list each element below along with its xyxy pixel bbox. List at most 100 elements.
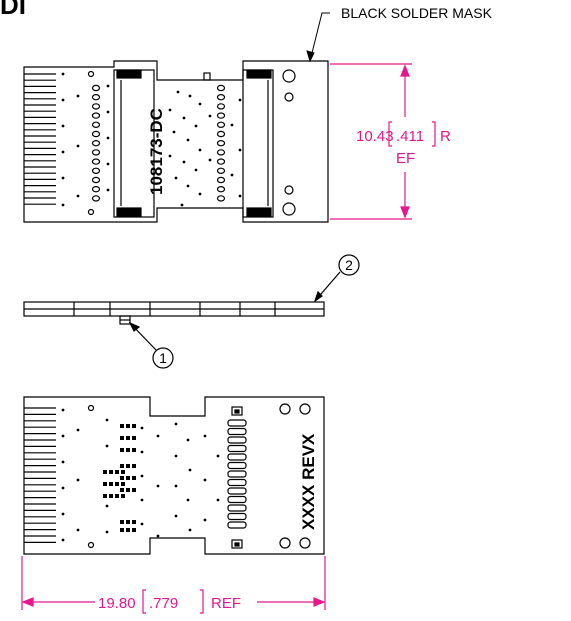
- via: [76, 428, 80, 432]
- pad: [227, 487, 247, 495]
- ic-pad: [120, 424, 124, 428]
- part-number-label: 108173-DC: [147, 108, 166, 195]
- via: [156, 534, 160, 538]
- bottom-mount-hole: [299, 403, 311, 415]
- ic-pad: [132, 464, 136, 468]
- horizontal-dim-suffix: REF: [211, 595, 241, 612]
- via: [194, 124, 198, 128]
- pad: [227, 495, 247, 504]
- via: [216, 454, 220, 458]
- via: [106, 136, 110, 140]
- pad: [91, 167, 101, 174]
- pad: [227, 436, 247, 444]
- via: [188, 468, 192, 472]
- top-via-field: [61, 72, 242, 207]
- horizontal-dimension: [21, 556, 326, 614]
- vertical-dim-bracket-left: [388, 121, 392, 147]
- via: [238, 148, 242, 152]
- top-fiducial-square: [203, 72, 211, 81]
- via: [61, 124, 65, 128]
- bottom-ic-pads: [103, 424, 136, 532]
- ic-pad: [121, 470, 125, 474]
- via: [182, 116, 186, 120]
- via: [61, 72, 65, 76]
- pad: [216, 93, 226, 101]
- bottom-mount-hole: [279, 403, 291, 415]
- ic-pad: [120, 464, 124, 468]
- top-edge-fingers: [24, 73, 56, 205]
- via: [203, 434, 207, 438]
- pad: [91, 130, 101, 138]
- via: [174, 484, 178, 488]
- via: [174, 176, 178, 180]
- vertical-dim-arrow-top: [400, 64, 410, 77]
- pad: [216, 158, 226, 165]
- top-left-connector-tab: [116, 207, 142, 217]
- via: [106, 188, 110, 192]
- ic-pad: [126, 528, 130, 532]
- bottom-fiducial-square: [231, 406, 243, 416]
- pad: [227, 470, 247, 478]
- vertical-dim-bracket-right: [432, 121, 436, 147]
- via: [172, 130, 176, 134]
- ic-pad: [115, 470, 119, 474]
- pad: [216, 167, 226, 174]
- via: [61, 538, 65, 542]
- bottom-mount-hole: [279, 537, 291, 549]
- via: [105, 444, 109, 448]
- via: [61, 98, 65, 102]
- balloon-2-circle: [338, 254, 360, 276]
- pad: [216, 139, 226, 147]
- pad: [91, 185, 101, 193]
- horizontal-dim-arrow-left: [21, 597, 34, 607]
- ic-pad: [120, 520, 124, 524]
- via: [188, 528, 192, 532]
- via: [106, 84, 110, 88]
- top-small-hole: [87, 70, 95, 78]
- vertical-dim-suffix-2: EF: [396, 150, 415, 167]
- balloon-2-label: 2: [345, 257, 353, 273]
- pad: [227, 419, 247, 427]
- balloon-1-arrow: [128, 321, 141, 332]
- ic-pad: [120, 476, 124, 480]
- via: [203, 518, 207, 522]
- pad: [216, 84, 226, 92]
- via: [230, 173, 234, 177]
- via: [198, 148, 202, 152]
- pad: [91, 103, 101, 110]
- via: [180, 203, 184, 207]
- horizontal-dim-bracket-left: [142, 589, 146, 614]
- pad: [91, 93, 101, 101]
- bottom-small-hole: [87, 404, 95, 412]
- via: [174, 454, 178, 458]
- balloon-1-label: 1: [159, 350, 167, 366]
- ic-pad: [126, 488, 130, 492]
- bottom-fiducial-dot: [234, 409, 240, 414]
- via: [61, 176, 65, 180]
- via: [106, 110, 110, 114]
- via: [140, 498, 144, 502]
- ic-pad: [132, 436, 136, 440]
- pad: [227, 512, 247, 521]
- via: [76, 144, 80, 148]
- top-pad-row-left: [91, 84, 101, 202]
- via: [140, 450, 144, 454]
- ic-pad: [109, 482, 113, 486]
- top-mount-hole: [284, 92, 294, 102]
- pad: [216, 130, 226, 138]
- ic-pad: [126, 464, 130, 468]
- ic-pad: [120, 436, 124, 440]
- bottom-board-outline: [23, 396, 325, 555]
- via: [238, 194, 242, 198]
- horizontal-dim-bracket-right: [200, 589, 204, 614]
- bottom-mount-hole: [299, 537, 311, 549]
- pad: [227, 427, 247, 436]
- mask-callout: [306, 12, 330, 63]
- top-mount-hole: [282, 69, 296, 83]
- ic-pad: [121, 482, 125, 486]
- top-small-hole: [87, 208, 95, 216]
- bottom-via-field: [61, 408, 220, 542]
- via: [61, 486, 65, 490]
- via: [61, 408, 65, 412]
